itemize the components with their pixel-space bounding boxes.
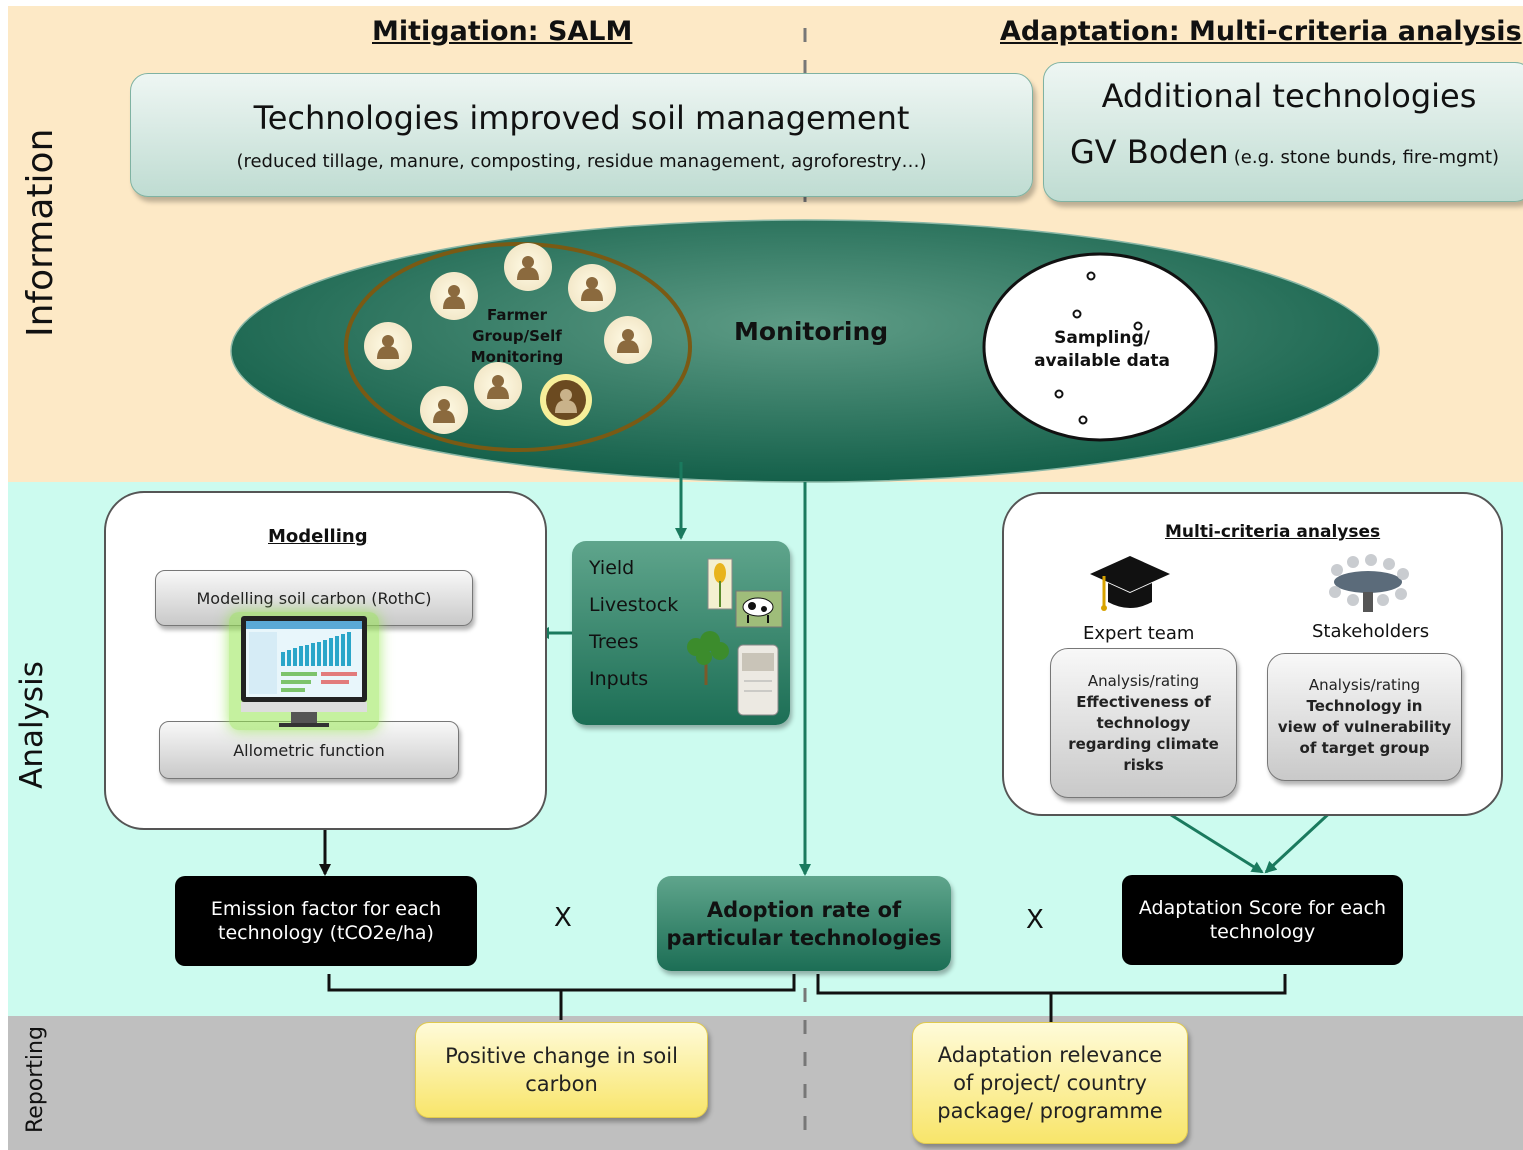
stakeholders-icon bbox=[1329, 554, 1409, 612]
farmer-group-label: Farmer Group/Self Monitoring bbox=[452, 305, 582, 368]
computer-monitor-icon bbox=[229, 612, 379, 730]
heading-adaptation: Adaptation: Multi-criteria analysis bbox=[1000, 16, 1522, 47]
sample-point bbox=[1133, 321, 1143, 331]
allometric-function-box: Allometric function bbox=[159, 721, 459, 779]
additional-title: Additional technologies bbox=[1101, 77, 1477, 115]
tree-icon bbox=[687, 631, 729, 685]
sampling-line: Sampling/ bbox=[1054, 328, 1150, 348]
person-icon bbox=[504, 243, 552, 291]
adaptation-score-box: Adaptation Score for each technology bbox=[1122, 875, 1403, 965]
rating1-line: Effectiveness of bbox=[1076, 692, 1211, 711]
technologies-subtitle: (reduced tillage, manure, composting, re… bbox=[236, 150, 927, 172]
soil-carbon-change-box: Positive change in soil carbon bbox=[415, 1022, 708, 1118]
relevance-line: of project/ country bbox=[953, 1071, 1147, 1095]
additional-line2: GV Boden (e.g. stone bunds, fire-mgmt) bbox=[1070, 133, 1499, 171]
monitor-stand bbox=[291, 712, 317, 724]
person-icon bbox=[420, 386, 468, 434]
rating1-line: risks bbox=[1123, 755, 1164, 774]
fertilizer-sack-icon bbox=[737, 644, 779, 716]
farmer-group-ring bbox=[344, 242, 692, 452]
inputs-box: Yield Livestock Trees Inputs bbox=[572, 541, 790, 725]
modelling-soil-carbon-box: Modelling soil carbon (RothC) bbox=[155, 570, 473, 626]
soil-carbon-line: carbon bbox=[525, 1072, 598, 1096]
multiply-sign-right: X bbox=[1026, 905, 1044, 935]
sample-point bbox=[1078, 415, 1088, 425]
reporting-band bbox=[8, 1016, 1523, 1150]
input-item-yield: Yield bbox=[589, 557, 635, 579]
relevance-line: package/ programme bbox=[937, 1099, 1163, 1123]
monitoring-label: Monitoring bbox=[734, 317, 889, 346]
adoption-line: Adoption rate of bbox=[706, 897, 902, 922]
inputs-illustrations bbox=[687, 558, 783, 716]
cow-icon bbox=[735, 590, 783, 628]
sampling-label: Sampling/ available data bbox=[1020, 327, 1184, 373]
rating2-line: Technology in bbox=[1306, 697, 1423, 715]
sampling-line: available data bbox=[1034, 351, 1170, 371]
farmer-group-line: Farmer bbox=[486, 306, 548, 324]
rating1-line: regarding climate bbox=[1068, 734, 1219, 753]
person-icon bbox=[604, 316, 652, 364]
emission-line: Emission factor for each bbox=[210, 898, 442, 920]
additional-example: (e.g. stone bunds, fire-mgmt) bbox=[1233, 147, 1500, 168]
graduation-cap-icon bbox=[1090, 556, 1170, 611]
multi-criteria-title: Multi-criteria analyses bbox=[1165, 522, 1381, 542]
stakeholders-label: Stakeholders bbox=[1312, 621, 1430, 642]
monitor-base bbox=[279, 723, 329, 727]
emission-line: technology (tCO2e/ha) bbox=[218, 922, 434, 944]
heading-mitigation: Mitigation: SALM bbox=[372, 16, 633, 47]
adaptation-score-line: technology bbox=[1209, 921, 1316, 943]
gv-boden-label: GV Boden bbox=[1070, 133, 1229, 171]
farmer-group-line: Group/Self bbox=[472, 327, 562, 345]
input-item-livestock: Livestock bbox=[589, 594, 679, 616]
monitor-chin bbox=[241, 702, 367, 712]
multiply-sign-left: X bbox=[554, 903, 572, 933]
adoption-rate-box: Adoption rate of particular technologies bbox=[657, 876, 951, 971]
maize-icon bbox=[707, 558, 733, 610]
relevance-line: Adaptation relevance bbox=[937, 1043, 1163, 1067]
bracket-adaptation bbox=[816, 974, 1287, 1022]
person-icon bbox=[364, 322, 412, 370]
sample-point bbox=[1072, 309, 1082, 319]
monitor-graphic bbox=[241, 616, 367, 727]
adoption-line: particular technologies bbox=[666, 925, 942, 950]
rating1-line: Analysis/rating bbox=[1087, 671, 1200, 690]
sample-point bbox=[1086, 271, 1096, 281]
bracket-mitigation bbox=[327, 974, 796, 1020]
rating-effectiveness-box: Analysis/rating Effectiveness of technol… bbox=[1050, 648, 1237, 798]
rating1-line: technology bbox=[1096, 713, 1191, 732]
input-item-inputs: Inputs bbox=[589, 668, 649, 690]
expert-team-label: Expert team bbox=[1083, 623, 1195, 644]
soil-carbon-line: Positive change in soil bbox=[445, 1044, 678, 1068]
adaptation-relevance-box: Adaptation relevance of project/ country… bbox=[912, 1022, 1188, 1144]
sampling-circle bbox=[982, 252, 1218, 442]
additional-technologies-box: Additional technologies GV Boden (e.g. s… bbox=[1043, 62, 1523, 202]
modelling-title: Modelling bbox=[268, 526, 368, 547]
adaptation-score-line: Adaptation Score for each bbox=[1138, 897, 1387, 919]
technologies-title: Technologies improved soil management bbox=[253, 98, 910, 137]
rating2-line: of target group bbox=[1299, 739, 1430, 757]
farmer-group-line: Monitoring bbox=[470, 348, 564, 366]
person-icon bbox=[568, 264, 616, 312]
person-icon bbox=[430, 272, 478, 320]
sample-point bbox=[1054, 389, 1064, 399]
sampling-points bbox=[1054, 271, 1143, 425]
rating2-line: Analysis/rating bbox=[1308, 676, 1421, 694]
person-icon-highlighted bbox=[540, 374, 592, 426]
person-icon bbox=[474, 362, 522, 410]
technologies-box: Technologies improved soil management (r… bbox=[130, 73, 1033, 197]
input-item-trees: Trees bbox=[589, 631, 639, 653]
rating2-line: view of vulnerability bbox=[1277, 718, 1452, 736]
emission-factor-box: Emission factor for each technology (tCO… bbox=[175, 876, 477, 966]
farmer-icons bbox=[364, 243, 652, 434]
rating-vulnerability-box: Analysis/rating Technology in view of vu… bbox=[1267, 653, 1462, 781]
